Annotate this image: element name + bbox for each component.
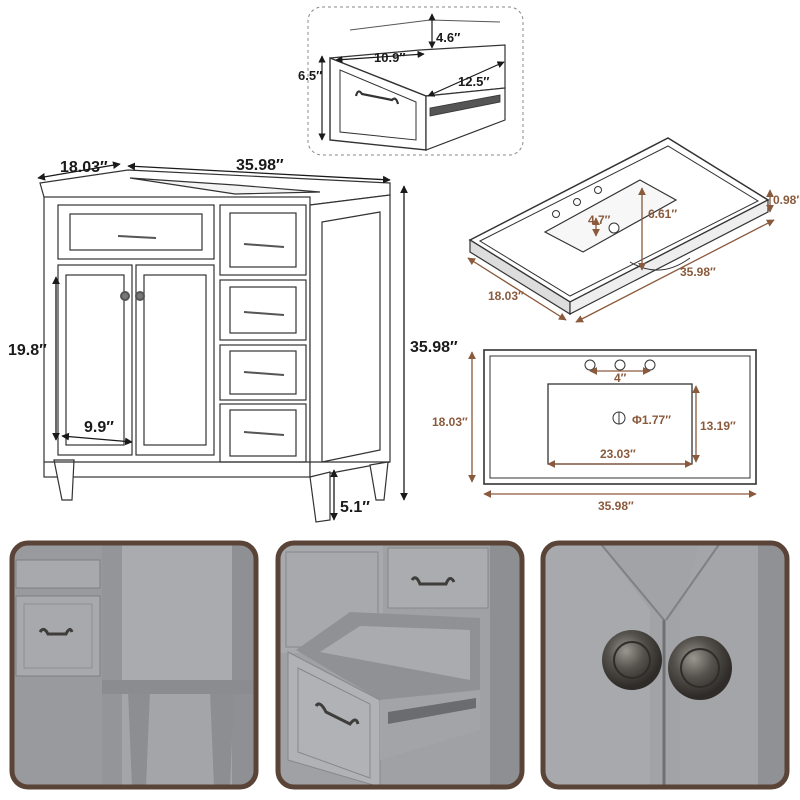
drawer-pull-icon — [354, 90, 400, 105]
drawer-pull-icon — [243, 431, 285, 436]
photo-panel-knobs — [540, 540, 790, 790]
top-width-label: 35.98″ — [680, 265, 716, 279]
drawer-pull-icon — [38, 627, 74, 636]
vanity-height-label: 35.98″ — [410, 339, 458, 356]
drawer-height-label: 6.5″ — [298, 68, 322, 83]
drawer-width-label: 10.9″ — [374, 50, 406, 65]
side-drawer-1 — [219, 204, 307, 276]
photo-panel-side — [9, 540, 259, 790]
vanity-hardware — [117, 235, 285, 436]
countertop-isometric-dims — [467, 187, 775, 323]
drawer-slide — [388, 698, 476, 724]
drawer-pull-icon — [243, 311, 285, 316]
plan-width-label: 35.98″ — [598, 499, 634, 513]
round-knob-icon — [668, 636, 732, 700]
basin-depth-label: 6.61″ — [648, 207, 677, 221]
vanity-dimensions — [37, 161, 408, 521]
drawer-depth-label: 12.5″ — [458, 74, 490, 89]
faucet-spread-iso-label: 4.7″ — [588, 213, 611, 227]
countertop-plan — [483, 349, 757, 485]
plan-depth-label: 18.03″ — [432, 415, 468, 429]
basin-width-label: 13.19″ — [700, 419, 736, 433]
vanity-width-label: 35.98″ — [236, 157, 284, 174]
drawer-pull-icon — [410, 576, 456, 586]
top-drawer — [57, 204, 215, 260]
faucet-hole-icon — [573, 198, 581, 206]
faucet-spread-label: 4″ — [614, 371, 627, 385]
top-thickness-label: 0.98″ — [773, 193, 800, 207]
round-knob-icon — [120, 291, 130, 301]
drawer-pull-icon — [117, 235, 157, 239]
drawer-pull-icon — [314, 702, 360, 726]
drawer-pull-icon — [243, 371, 285, 376]
drain-diameter-label: Φ1.77″ — [632, 413, 671, 427]
vanity-depth-label: 18.03″ — [60, 159, 108, 176]
round-knob-icon — [602, 630, 662, 690]
faucet-hole-icon — [644, 359, 656, 371]
faucet-hole-icon — [552, 210, 560, 218]
round-knob-icon — [135, 291, 145, 301]
drawer-slide — [429, 94, 501, 117]
leg-height-label: 5.1″ — [340, 499, 370, 516]
top-depth-label: 18.03″ — [488, 289, 524, 303]
faucet-hole-icon — [584, 359, 596, 371]
vanity-elevation — [39, 169, 391, 523]
countertop-plan-dims — [468, 351, 757, 498]
faucet-hole-icon — [594, 186, 602, 194]
side-drawer-2 — [219, 279, 307, 341]
right-door — [135, 264, 215, 456]
drawer-pull-icon — [243, 243, 285, 248]
basin-length-label: 23.03″ — [600, 447, 636, 461]
door-height-label: 19.8″ — [8, 342, 47, 359]
door-width-label: 9.9″ — [84, 419, 114, 436]
drawer-inner-height-label: 4.6″ — [436, 30, 460, 45]
drain-icon — [608, 222, 620, 234]
drawer-detail-inset: 4.6″ 10.9″ 6.5″ 12.5″ — [298, 6, 524, 156]
photo-panel-drawer — [275, 540, 525, 790]
faucet-hole-icon — [614, 359, 626, 371]
